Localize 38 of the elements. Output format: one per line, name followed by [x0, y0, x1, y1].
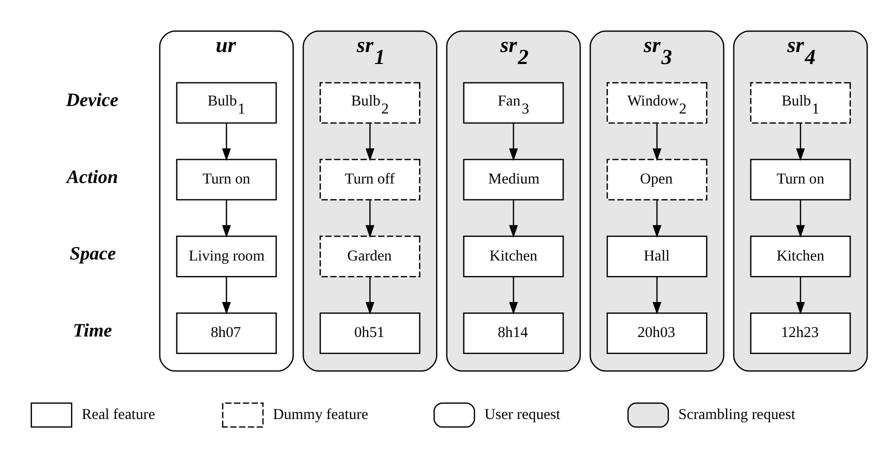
arrow [366, 122, 374, 160]
node-box: Open [606, 158, 708, 200]
legend-label: User request [484, 406, 560, 422]
arrow [366, 276, 374, 314]
arrow [796, 276, 805, 314]
label: Device [66, 90, 118, 111]
arrow [509, 200, 518, 238]
label: Time [72, 320, 112, 341]
node-box: 8h07 [176, 312, 277, 354]
label: Space [70, 243, 116, 264]
legend-label: Dummy feature [273, 406, 368, 422]
arrow [366, 200, 374, 238]
node-box: 20h03 [606, 312, 708, 354]
node-box: Hall [606, 235, 708, 277]
node-box: Garden [320, 235, 420, 277]
legend-label: Real feature [82, 406, 156, 422]
node-box: Turn on [750, 158, 851, 200]
node-box: Kitchen [750, 235, 851, 277]
legend-label: Scrambling request [678, 406, 796, 422]
node-box: Turn on [176, 158, 277, 200]
node-box: 12h23 [750, 312, 851, 354]
arrow [652, 200, 662, 238]
arrow [222, 200, 231, 238]
node-box: 8h14 [463, 312, 564, 354]
arrow [652, 122, 662, 160]
node-box: 0h51 [320, 312, 420, 354]
arrow [509, 122, 518, 160]
label: Action [66, 166, 118, 188]
node-box: Medium [463, 158, 564, 200]
node-box: Turn off [320, 158, 420, 200]
arrow [509, 276, 518, 314]
arrow [652, 276, 662, 314]
arrow [222, 276, 231, 314]
arrow [222, 122, 231, 160]
node-box: Living room [176, 235, 277, 277]
node-box: Kitchen [463, 235, 564, 277]
arrow [796, 200, 805, 238]
arrow [796, 122, 805, 160]
